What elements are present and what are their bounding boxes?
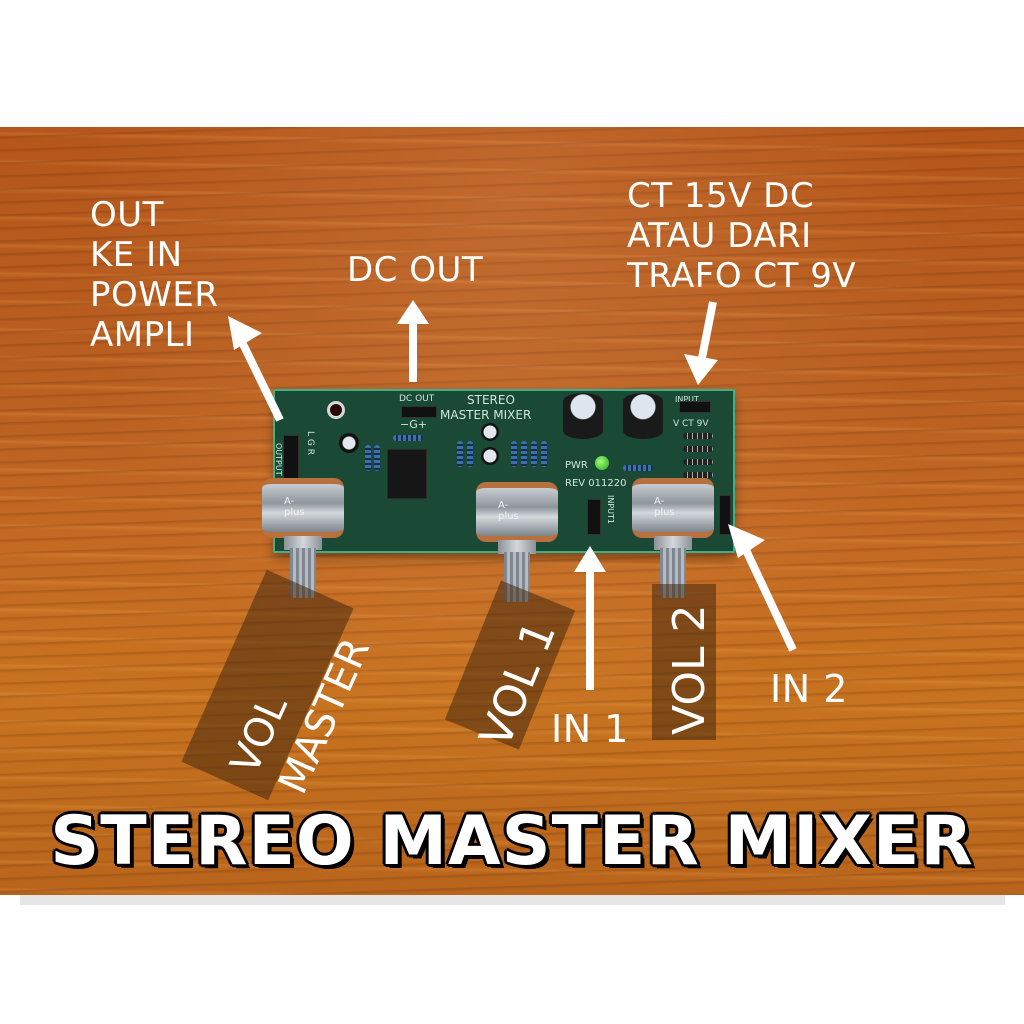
pot-nut (654, 536, 692, 550)
diode (683, 433, 713, 439)
pcb-pwr-text: PWR (565, 460, 588, 471)
electrolytic-capacitor (481, 423, 499, 441)
arrow-down-icon (698, 301, 717, 359)
pcb-revision-text: REV 011220 (565, 478, 627, 489)
bottom-shadow-strip (20, 895, 1005, 905)
product-title: STEREO MASTER MIXER (50, 802, 974, 881)
pcb-input-power-text: INPUT (675, 395, 699, 404)
diode (683, 472, 713, 478)
pot-brand-label: A-plus (284, 496, 305, 518)
dc-out-annotation: DC OUT (347, 250, 484, 290)
resistor (393, 435, 423, 441)
vol2-tag-bg (652, 584, 716, 740)
pot-brand-label: A-plus (498, 500, 519, 522)
pot-brand-label: A-plus (654, 496, 675, 518)
resistor (541, 441, 547, 467)
pcb-title-line1: STEREO (467, 393, 515, 407)
arrow-head-icon (684, 354, 718, 385)
electrolytic-capacitor (339, 433, 359, 453)
resistor (467, 441, 473, 467)
filter-capacitor (623, 393, 663, 439)
pot-nut (498, 540, 536, 554)
filter-capacitor (563, 393, 603, 439)
diode (683, 459, 713, 465)
resistor (365, 445, 371, 471)
arrow-up-left-icon (239, 342, 284, 422)
resistor (623, 465, 653, 471)
pot-body (476, 482, 558, 542)
input2-header (719, 495, 731, 535)
power-led (595, 456, 609, 470)
arrow-head-icon (728, 524, 765, 558)
pot-body (632, 478, 714, 538)
pcb-gnd-marks: −G+ (400, 418, 427, 431)
diode (683, 446, 713, 452)
power-input-header (679, 401, 711, 413)
resistor (457, 441, 463, 467)
arrow-up-left-icon (741, 546, 797, 652)
arrow-head-icon (228, 316, 262, 350)
resistor (521, 441, 527, 467)
resistor (531, 441, 537, 467)
mounting-hole (327, 401, 345, 419)
arrow-head-icon (397, 300, 429, 324)
pot-body (262, 478, 344, 538)
opamp-ic-chip (387, 449, 427, 499)
arrow-head-icon (574, 546, 606, 572)
resistor (374, 445, 380, 471)
power-input-annotation: CT 15V DC ATAU DARI TRAFO CT 9V (627, 176, 857, 296)
in2-annotation: IN 2 (770, 667, 848, 711)
vol2-annotation: VOL 2 (664, 604, 715, 735)
in1-annotation: IN 1 (551, 707, 629, 751)
pcb-dc-out-text: DC OUT (399, 394, 435, 404)
electrolytic-capacitor (481, 447, 499, 465)
pcb-ct-marking: V CT 9V (673, 419, 709, 429)
resistor (511, 441, 517, 467)
output-annotation: OUT KE IN POWER AMPLI (90, 195, 219, 355)
input1-header (587, 499, 601, 535)
dc-out-header (401, 406, 437, 418)
pot-nut (284, 536, 322, 550)
pcb-title-line2: MASTER MIXER (440, 408, 532, 422)
